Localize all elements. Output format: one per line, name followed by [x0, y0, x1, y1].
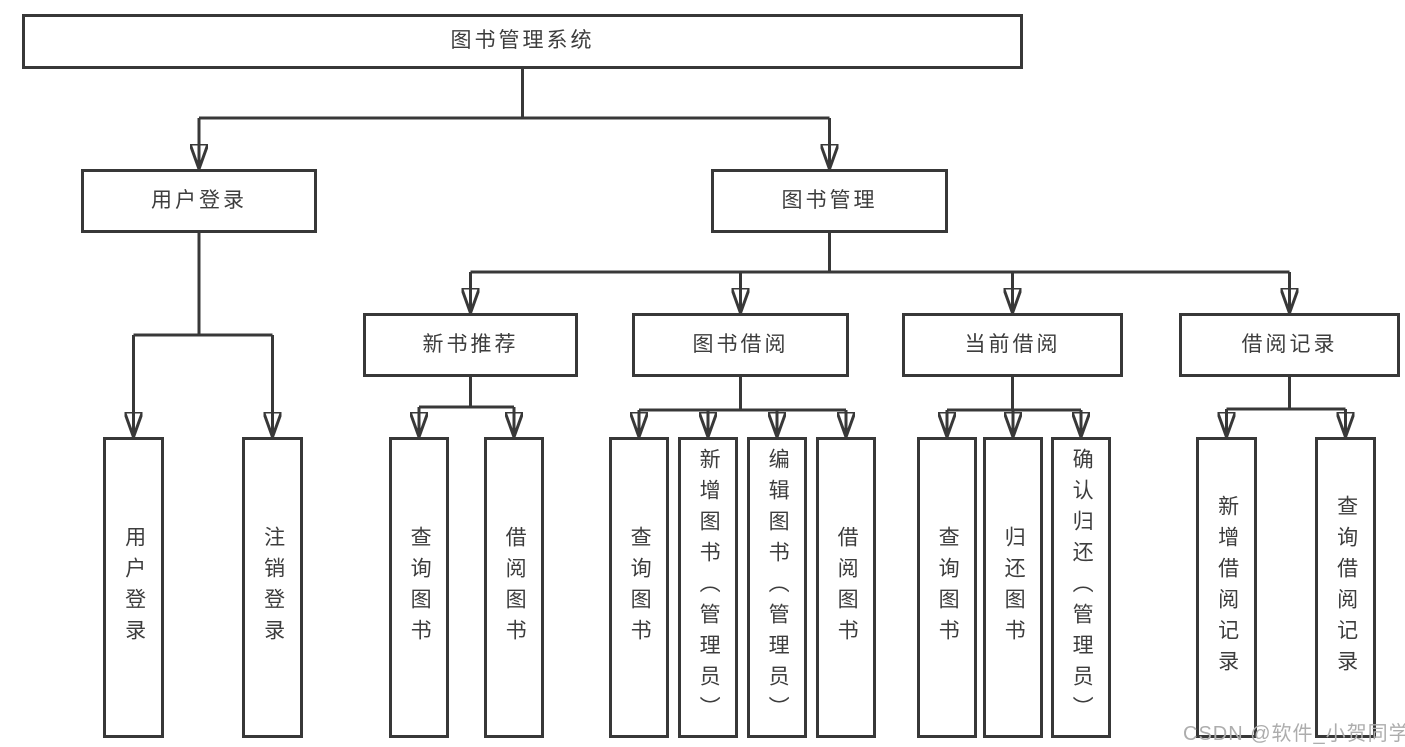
leaf-borrow-book-under-recommend: 借阅图书	[484, 437, 544, 738]
leaf-query-book-under-recommend: 查询图书	[389, 437, 449, 738]
node-current-borrow: 当前借阅	[902, 313, 1123, 377]
leaf-add-borrow-record: 新增借阅记录	[1196, 437, 1257, 738]
leaf-return-book: 归还图书	[983, 437, 1043, 738]
user-login-branch-connector	[134, 233, 273, 433]
csdn-watermark: CSDN @软件_小贺同学	[1183, 723, 1405, 745]
leaf-query-book-under-current: 查询图书	[917, 437, 977, 738]
node-user-login: 用户登录	[81, 169, 317, 233]
node-book-management: 图书管理	[711, 169, 948, 233]
new-book-rec-branch-connector	[419, 377, 514, 433]
leaf-logout: 注销登录	[242, 437, 303, 738]
leaf-add-book-admin: 新增图书（管理员）	[678, 437, 738, 738]
book-borrow-branch-connector	[639, 377, 846, 433]
leaf-edit-book-admin: 编辑图书（管理员）	[747, 437, 807, 738]
root-to-level2-connector	[199, 68, 830, 165]
leaf-confirm-return-admin: 确认归还（管理员）	[1051, 437, 1111, 738]
leaf-borrow-book-under-borrow: 借阅图书	[816, 437, 876, 738]
node-root-system: 图书管理系统	[22, 14, 1023, 69]
node-book-borrow: 图书借阅	[632, 313, 849, 377]
current-borrow-branch-connector	[947, 377, 1081, 433]
node-borrow-record: 借阅记录	[1179, 313, 1400, 377]
leaf-user-login: 用户登录	[103, 437, 164, 738]
node-new-book-recommend: 新书推荐	[363, 313, 578, 377]
borrow-record-branch-connector	[1227, 377, 1346, 433]
leaf-query-borrow-record: 查询借阅记录	[1315, 437, 1376, 738]
leaf-query-book-under-borrow: 查询图书	[609, 437, 669, 738]
book-mgmt-branch-connector	[471, 233, 1290, 309]
